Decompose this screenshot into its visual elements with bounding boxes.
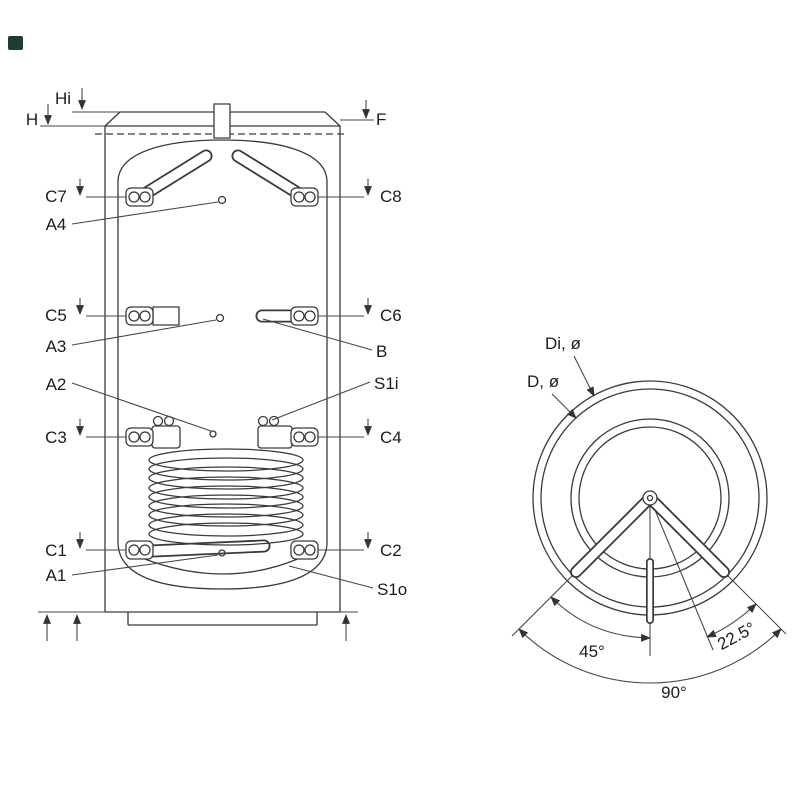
pipe-c7-diagonal-core [143,151,211,197]
c4-bolt [293,431,305,443]
label-d-diameter: D, ø [527,372,559,391]
c8-bolt [304,191,316,203]
c6-bolt [304,310,316,322]
pipe-c1-core [147,541,269,556]
coil-loop [148,466,304,490]
label-a4: A4 [46,215,67,234]
connection-c2 [290,540,319,560]
bottom-dish-curve [141,557,301,575]
label-f: F [376,110,386,129]
label-a1: A1 [46,566,67,585]
coil-loop [148,513,304,537]
ray-22-5-right [649,497,714,651]
d-leader-arrow [551,393,577,419]
label-angle-45: 45° [579,642,605,661]
c7-bolt [128,191,140,203]
c5-bolt [128,310,140,322]
label-di-diameter: Di, ø [545,334,581,353]
center-fitting [642,490,658,506]
label-s1o: S1o [377,580,407,599]
connection-c7 [125,187,154,207]
connection-c3 [125,427,154,447]
coil-loop [148,503,304,527]
label-c3: C3 [45,428,67,447]
s1i-connection-bolt [257,415,269,427]
connection-c1 [125,540,154,560]
coil-header-left [151,425,181,449]
c4-bolt [304,431,316,443]
top-flange-f [213,103,231,139]
label-hi: Hi [55,89,71,108]
label-s1i: S1i [374,374,399,393]
pipe-c8-diagonal-core [233,151,301,197]
connection-c8 [290,187,319,207]
inner-vessel-wall [117,139,328,542]
label-c4: C4 [380,428,402,447]
leader-lines [38,111,374,613]
sensor-a1-dot [218,549,226,557]
coil-loop [148,457,304,481]
c1-bolt [139,544,151,556]
coil-header-right [257,425,293,449]
label-c5: C5 [45,306,67,325]
sensor-a2-dot [209,430,217,438]
label-c6: C6 [380,306,402,325]
label-c8: C8 [380,187,402,206]
c1-bolt [128,544,140,556]
c3-bolt [139,431,151,443]
c7-bolt [139,191,151,203]
top-view: Di, ø D, ø 45° 22.5° 90° [511,334,787,702]
coil-loop [148,522,304,546]
sensor-a4-dot [217,195,227,205]
label-b: B [376,342,387,361]
arc-90 [518,628,782,684]
coil-loop [148,485,304,509]
top-view-pipe-right-core [645,493,729,577]
c6-bolt [293,310,305,322]
c1-inner-pipe [145,539,271,558]
center-point [646,494,654,502]
coil-header-left-bolt [152,415,164,427]
label-c2: C2 [380,541,402,560]
top-view-pipe-left-core [571,493,655,577]
sensor-a3-dot [215,313,225,323]
c8-bolt [293,191,305,203]
label-a3: A3 [46,337,67,356]
c5-bolt [139,310,151,322]
di-leader-arrow [573,355,595,397]
coil-loop [148,448,304,472]
coil-loop [148,494,304,518]
connection-c5 [125,306,154,326]
upper-diagonal-pipes [141,149,303,199]
coil-loop [148,476,304,500]
c5-sensor-pocket [152,306,180,326]
arc-45 [550,596,651,642]
label-c1: C1 [45,541,67,560]
label-a2: A2 [46,375,67,394]
c2-bolt [293,544,305,556]
label-angle-90: 90° [661,683,687,702]
c2-bolt [304,544,316,556]
front-view: Hi H F C7 A4 C5 A3 A2 C3 C1 A1 C8 C6 B S… [26,88,407,641]
heat-exchanger-coil [148,415,304,546]
c3-bolt [128,431,140,443]
corner-mark [8,36,23,50]
label-angle-22-5: 22.5° [714,618,758,654]
label-h: H [26,110,38,129]
label-c7: C7 [45,187,67,206]
connection-c6 [290,306,319,326]
connection-c4 [290,427,319,447]
